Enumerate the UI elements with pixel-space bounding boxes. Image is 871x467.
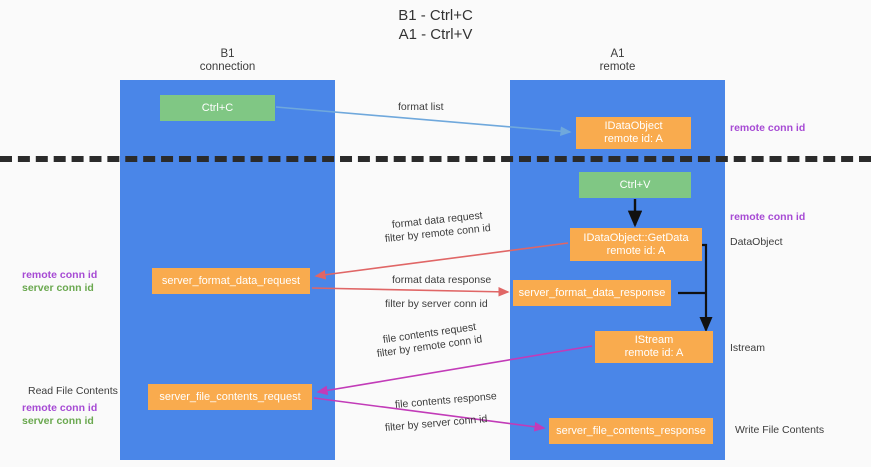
node-getdata-sub: remote id: A	[606, 244, 666, 257]
annotation-remote-conn-id-top: remote conn id	[730, 122, 806, 134]
node-istream-label: IStream	[634, 334, 674, 346]
node-ctrl-c-label: Ctrl+C	[201, 101, 234, 114]
node-server-format-data-response[interactable]: server_format_data_response	[513, 280, 671, 306]
annotation-remote-conn-id-left-1: remote conn id	[22, 269, 98, 281]
filter-value-server-conn-id: server conn id	[421, 298, 488, 310]
node-istream[interactable]: IStream remote id: A	[595, 331, 713, 363]
edge-label-file-contents-response: file contents response	[394, 390, 498, 411]
annotation-dataobject: DataObject	[730, 236, 783, 248]
title-line-1: B1 - Ctrl+C	[398, 7, 473, 24]
title-line-2: A1 - Ctrl+V	[398, 26, 473, 43]
node-server-format-data-response-label: server_format_data_response	[518, 286, 666, 299]
page-title: B1 - Ctrl+C A1 - Ctrl+V	[0, 6, 871, 44]
node-server-file-contents-response-label: server_file_contents_response	[556, 424, 706, 437]
lane-title-b1: B1 connection	[120, 48, 335, 74]
annotation-server-conn-id-left-1: server conn id	[22, 282, 94, 294]
lane-title-a1-name: A1	[610, 48, 625, 60]
node-ctrl-v[interactable]: Ctrl+V	[579, 172, 691, 198]
lane-title-b1-role: connection	[199, 61, 256, 73]
node-ctrl-v-label: Ctrl+V	[619, 178, 651, 191]
lane-title-a1: A1 remote	[510, 48, 725, 74]
edge-format-data-response	[311, 287, 510, 297]
node-ctrl-c[interactable]: Ctrl+C	[160, 95, 275, 121]
node-idataobject-top[interactable]: IDataObject remote id: A	[576, 117, 691, 149]
node-idataobject-top-sub: remote id: A	[604, 133, 663, 145]
filter-prefix: filter by	[384, 418, 423, 434]
annotation-remote-conn-id-left-2: remote conn id	[22, 402, 98, 414]
annotation-remote-conn-id-mid: remote conn id	[730, 211, 806, 223]
annotation-istream: Istream	[730, 342, 766, 354]
annotation-server-conn-id-left-2: server conn id	[22, 415, 94, 427]
node-idataobject-getdata[interactable]: IDataObject::GetData remote id: A	[570, 228, 702, 261]
filter-prefix: filter by	[385, 298, 422, 310]
filter-prefix: filter by	[384, 229, 423, 245]
annotation-read-file-contents: Read File Contents	[28, 385, 118, 397]
lane-title-b1-name: B1	[220, 48, 235, 60]
edge-label-format-data-response-filter: filter by server conn id	[385, 298, 488, 311]
node-getdata-label: IDataObject::GetData	[583, 231, 689, 244]
filter-prefix: filter by	[376, 342, 415, 360]
filter-value-server-conn-id: server conn id	[421, 413, 488, 431]
edge-label-format-list: format list	[398, 101, 444, 113]
node-server-format-data-request[interactable]: server_format_data_request	[152, 268, 310, 294]
node-server-file-contents-request[interactable]: server_file_contents_request	[148, 384, 312, 410]
node-server-file-contents-response[interactable]: server_file_contents_response	[549, 418, 713, 444]
edge-label-file-contents-response-filter: filter by server conn id	[384, 413, 487, 435]
node-server-format-data-request-label: server_format_data_request	[161, 274, 301, 287]
node-idataobject-top-label: IDataObject	[604, 120, 663, 132]
node-server-file-contents-request-label: server_file_contents_request	[159, 390, 301, 403]
lane-title-a1-role: remote	[599, 61, 636, 73]
edge-label-format-data-response: format data response	[392, 274, 492, 286]
annotation-write-file-contents: Write File Contents	[735, 424, 825, 436]
phase-divider	[0, 156, 871, 162]
node-istream-sub: remote id: A	[624, 347, 684, 359]
